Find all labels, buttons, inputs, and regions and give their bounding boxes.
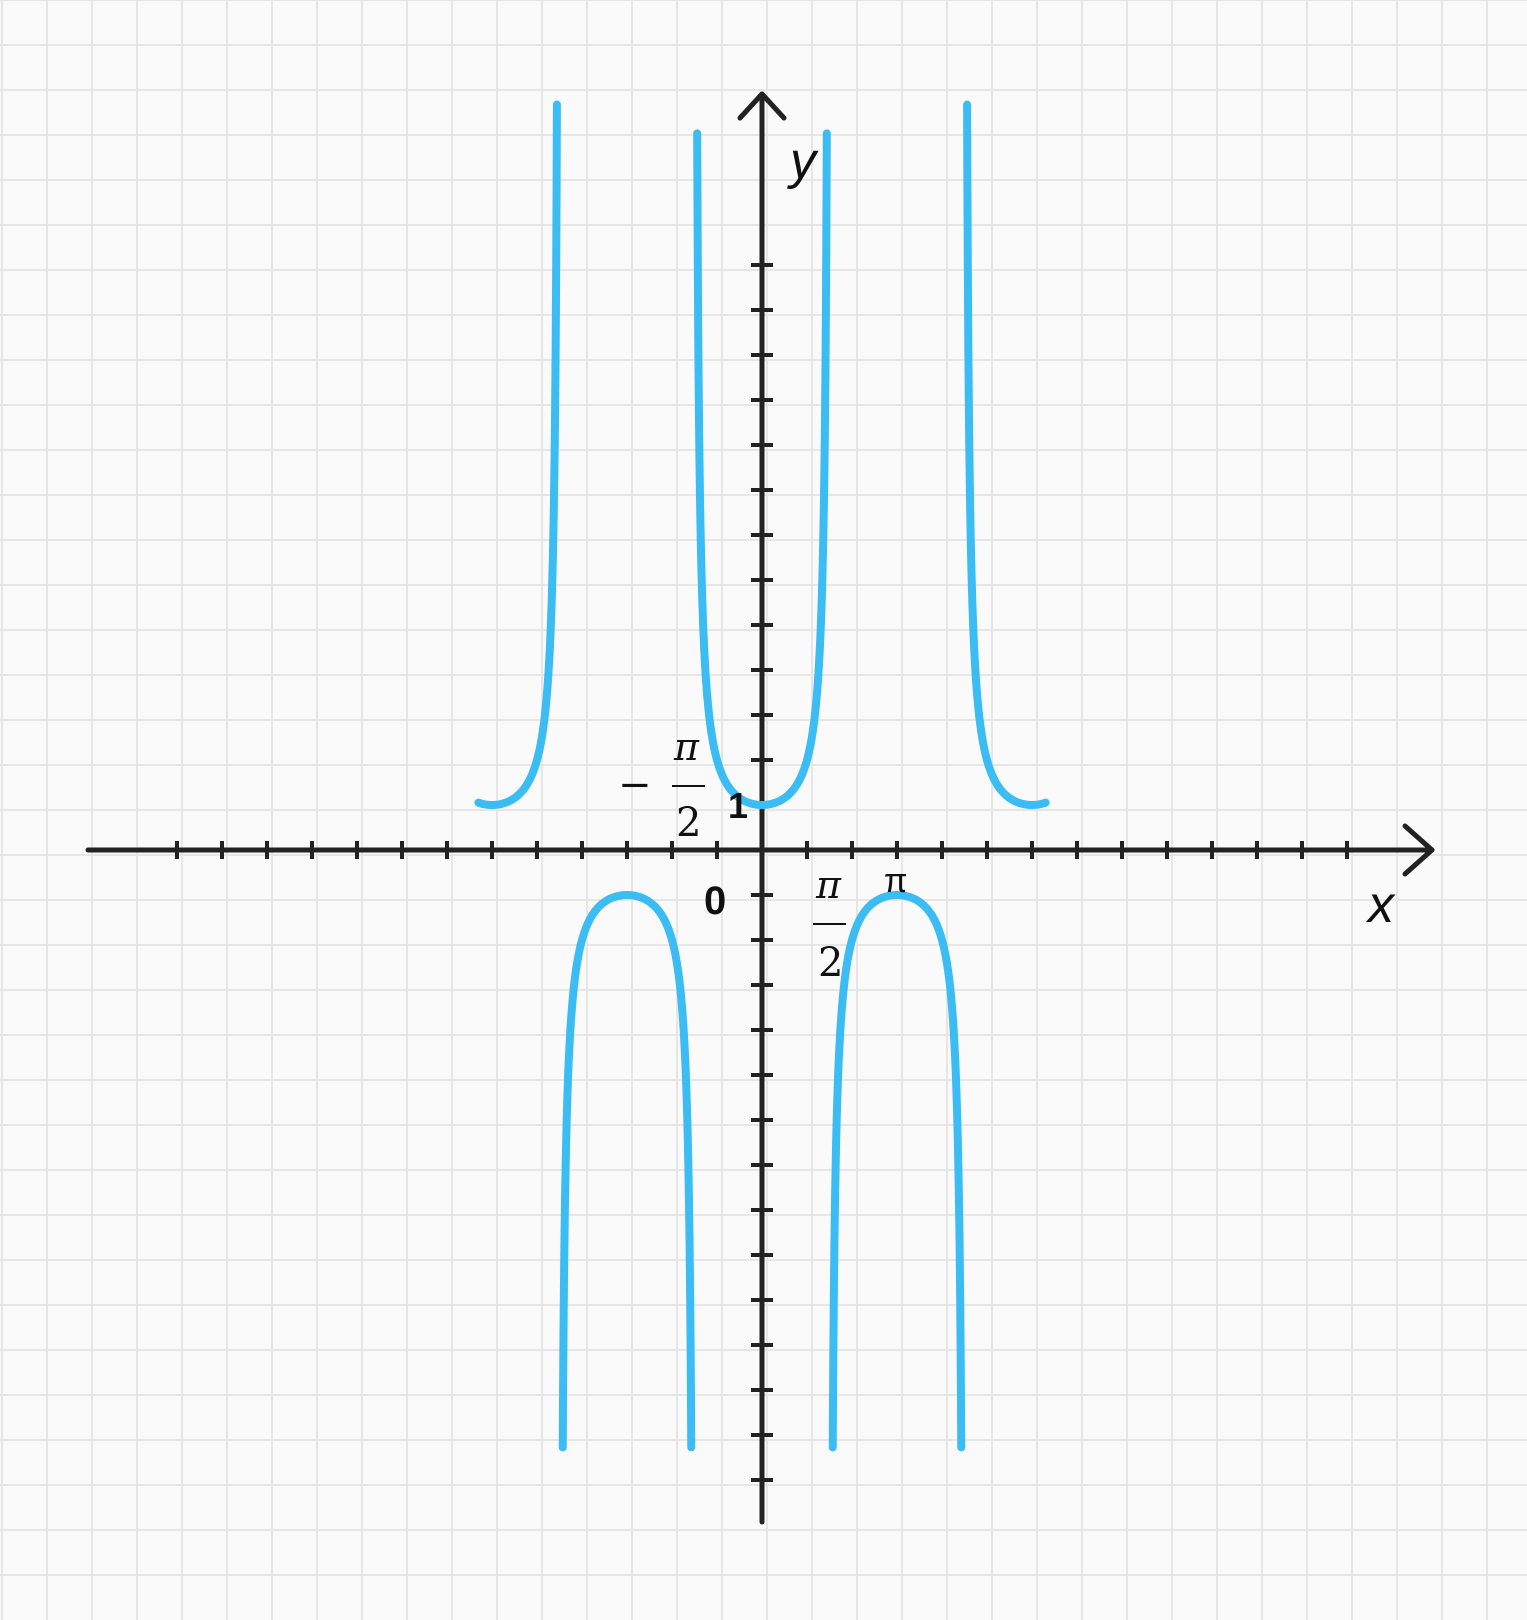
labels: y x 0 1 − π 2 π 2 π: [618, 132, 1396, 986]
y-one-label: 1: [728, 785, 748, 826]
half-pi-denominator: 2: [818, 940, 843, 986]
x-axis-arrow: [1402, 823, 1435, 877]
secant-branch: [474, 100, 561, 809]
secant-branch: [828, 891, 966, 1452]
neg-half-pi-denominator: 2: [676, 800, 701, 846]
secant-branch: [693, 129, 831, 809]
half-pi-numerator: π: [815, 863, 842, 907]
y-axis-arrow: [737, 91, 787, 121]
secant-branch: [558, 891, 696, 1452]
y-axis-label: y: [787, 132, 819, 190]
ticks: [175, 263, 1349, 1482]
neg-half-pi-numerator: π: [673, 725, 700, 769]
pi-label: π: [884, 862, 907, 900]
neg-half-pi-sign: −: [618, 762, 652, 808]
origin-label: 0: [704, 879, 726, 923]
curves: [474, 100, 1050, 1452]
x-axis-label: x: [1365, 876, 1396, 934]
secant-branch: [963, 100, 1050, 809]
